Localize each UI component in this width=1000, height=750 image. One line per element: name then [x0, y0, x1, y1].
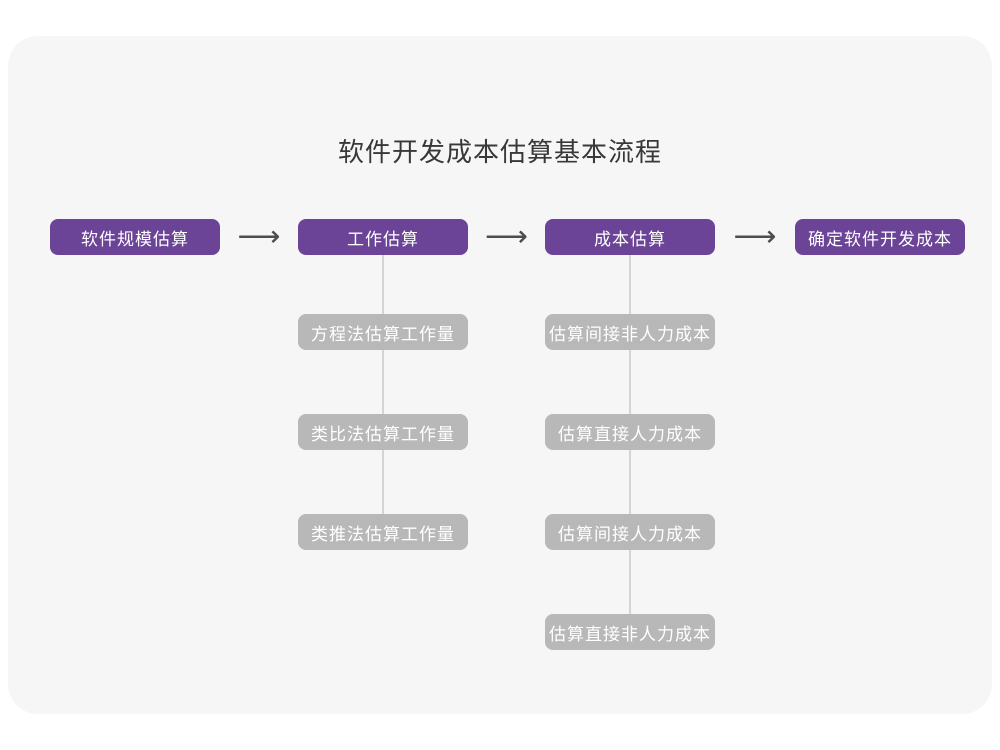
flow-node-label: 软件规模估算: [81, 229, 189, 249]
flow-node-determine-dev-cost: 确定软件开发成本: [795, 219, 965, 255]
flow-node-label: 确定软件开发成本: [808, 229, 952, 249]
sub-node-indirect-nonlabor-cost: 估算间接非人力成本: [545, 314, 715, 350]
flow-node-label: 工作估算: [347, 229, 419, 249]
sub-node-label: 类比法估算工作量: [311, 424, 455, 444]
sub-node-label: 方程法估算工作量: [311, 324, 455, 344]
flow-node-cost-estimation: 成本估算: [545, 219, 715, 255]
arrow-right-icon: ⟶: [484, 219, 528, 254]
sub-node-label: 类推法估算工作量: [311, 524, 455, 544]
sub-node-analogy-method: 类比法估算工作量: [298, 414, 468, 450]
sub-node-extrapolation-method: 类推法估算工作量: [298, 514, 468, 550]
sub-node-direct-labor-cost: 估算直接人力成本: [545, 414, 715, 450]
sub-node-label: 估算直接人力成本: [558, 424, 702, 444]
sub-node-indirect-labor-cost: 估算间接人力成本: [545, 514, 715, 550]
flow-node-label: 成本估算: [594, 229, 666, 249]
page-title: 软件开发成本估算基本流程: [337, 137, 662, 167]
arrow-right-icon: ⟶: [733, 219, 777, 254]
sub-node-equation-method: 方程法估算工作量: [298, 314, 468, 350]
sub-node-label: 估算间接非人力成本: [549, 324, 711, 344]
sub-node-label: 估算间接人力成本: [558, 524, 702, 544]
flowchart-card: 软件开发成本估算基本流程 软件规模估算 ⟶ 工作估算 ⟶ 成本估算 ⟶ 确定软件…: [8, 36, 992, 714]
connector-line-work: [382, 255, 384, 532]
sub-node-label: 估算直接非人力成本: [549, 624, 711, 644]
flow-node-work-estimation: 工作估算: [298, 219, 468, 255]
arrow-right-icon: ⟶: [237, 219, 281, 254]
flow-node-software-scale-estimation: 软件规模估算: [50, 219, 220, 255]
sub-node-direct-nonlabor-cost: 估算直接非人力成本: [545, 614, 715, 650]
